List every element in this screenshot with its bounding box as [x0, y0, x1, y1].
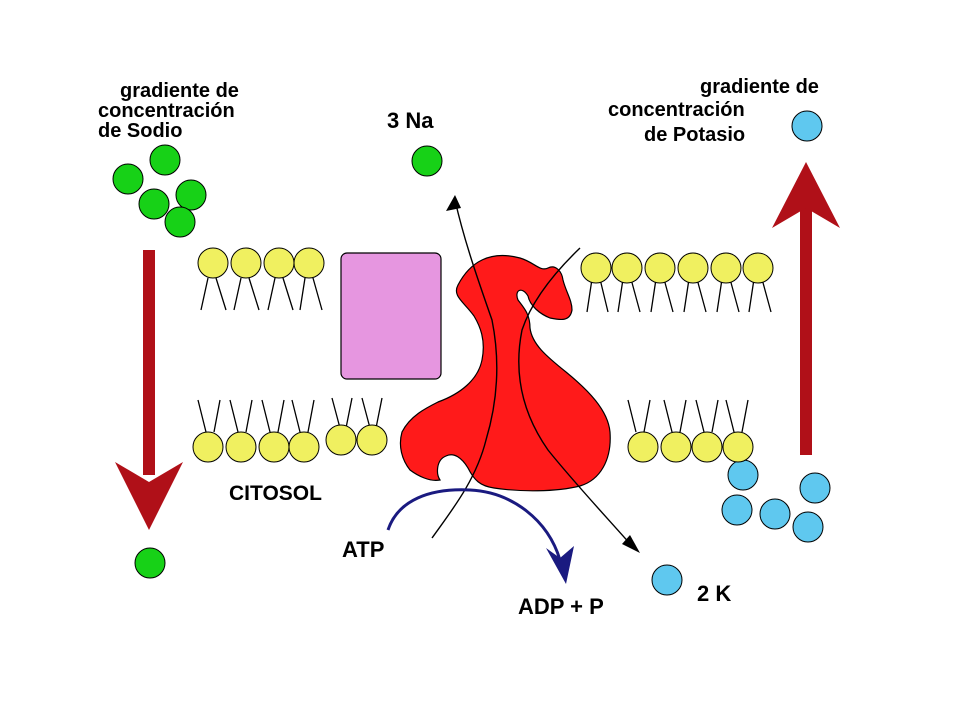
lipid-head [644, 252, 676, 284]
potassium-gradient-label: gradiente de concentración de Potasio [608, 76, 819, 146]
sodium-potassium-pump [399, 254, 611, 492]
potassium-ion-imported [651, 564, 683, 596]
sodium-gradient-arrow-head [115, 462, 183, 530]
lipid-head [722, 431, 754, 463]
sodium-ion [138, 188, 170, 220]
lipid-head [325, 424, 357, 456]
potassium-ion [721, 494, 753, 526]
lipid-tail [663, 399, 687, 433]
lipid-tail [229, 399, 253, 433]
lipid-head [258, 431, 290, 463]
sodium-ion [112, 163, 144, 195]
potassium-ion [759, 498, 791, 530]
potassium-path-line [518, 247, 633, 547]
lipid-head [742, 252, 774, 284]
atp-hydrolysis-arrow [386, 488, 562, 561]
lipid-tail [716, 278, 740, 313]
potassium-gradient-arrow [772, 162, 840, 455]
sodium-ion [149, 144, 181, 176]
sodium-ion [164, 206, 196, 238]
lipid-head [263, 247, 295, 279]
potassium-ions-label: 2 K [697, 581, 731, 606]
sodium-gradient-line-2: concentración [98, 100, 235, 122]
potassium-gradient-arrow-head [772, 162, 840, 228]
lower-lipid-tails [197, 397, 749, 433]
potassium-gradient-arrow-shaft [800, 200, 812, 455]
lipid-head [293, 247, 325, 279]
cytosol-label: CITOSOL [229, 482, 322, 505]
potassium-entry-arrowhead [622, 535, 640, 553]
potassium-cluster [721, 459, 831, 543]
upper-lipid-heads [197, 247, 774, 284]
lipid-tail [291, 399, 315, 433]
lipid-tail [267, 277, 294, 311]
channel-protein [340, 252, 442, 380]
lipid-tail [650, 278, 674, 313]
lipid-head [197, 247, 229, 279]
lipid-head [660, 431, 692, 463]
lipid-tail [748, 278, 772, 313]
upper-lipid-tails [200, 277, 772, 313]
sodium-ion [175, 179, 207, 211]
lipid-head [225, 431, 257, 463]
lipid-tail [627, 399, 651, 433]
potassium-gradient-line-3: de Potasio [644, 124, 745, 146]
sodium-gradient-arrow [115, 250, 183, 530]
potassium-ion [727, 459, 759, 491]
lipid-head [677, 252, 709, 284]
atp-hydrolysis-arrowhead [546, 546, 574, 584]
lipid-tail [197, 399, 221, 433]
lipid-tail [683, 278, 707, 313]
potassium-ion [799, 472, 831, 504]
lipid-head [192, 431, 224, 463]
lower-lipid-heads [192, 424, 754, 463]
lipid-tail [299, 277, 323, 311]
lipid-head [710, 252, 742, 284]
lipid-head [691, 431, 723, 463]
lipid-tail [586, 278, 609, 313]
atp-label: ATP [342, 537, 384, 562]
adp-label: ADP + P [518, 594, 604, 619]
lipid-head [627, 431, 659, 463]
lipid-tail [695, 399, 719, 433]
lipid-head [356, 424, 388, 456]
lipid-head [580, 252, 612, 284]
lipid-tail [617, 278, 641, 313]
sodium-ion-exported [411, 145, 443, 177]
sodium-gradient-line-3: de Sodio [98, 120, 182, 142]
sodium-gradient-line-1: gradiente de [120, 80, 239, 102]
lipid-head [288, 431, 320, 463]
lipid-tail [361, 397, 383, 429]
sodium-gradient-arrow-shaft [143, 250, 155, 475]
sodium-exit-arrowhead [446, 195, 461, 211]
potassium-ion [792, 511, 824, 543]
lipid-head [611, 252, 643, 284]
lipid-tail [200, 277, 227, 311]
sodium-ion-cytosol [134, 547, 166, 579]
lipid-tail [725, 399, 749, 433]
lipid-tail [331, 397, 353, 429]
potassium-gradient-line-1: gradiente de [700, 76, 819, 98]
sodium-ions-label: 3 Na [387, 108, 434, 133]
potassium-ion-outside [791, 110, 823, 142]
sodium-cluster [112, 144, 207, 238]
sodium-gradient-label: gradiente de concentración de Sodio [98, 80, 239, 142]
potassium-gradient-line-2: concentración [608, 99, 745, 121]
lipid-tail [261, 399, 285, 433]
lipid-head [230, 247, 262, 279]
lipid-tail [233, 277, 260, 311]
